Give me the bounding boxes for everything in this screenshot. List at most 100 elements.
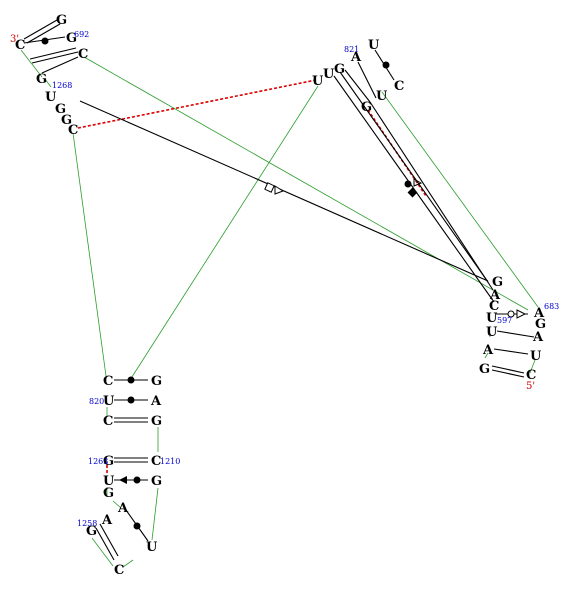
nucleotide: U xyxy=(486,325,498,340)
pair-line xyxy=(41,56,79,74)
backbone-line xyxy=(122,559,134,568)
pair-dot xyxy=(41,37,49,45)
nucleotide: G xyxy=(86,524,97,539)
pair-line xyxy=(491,369,525,378)
residue-number: 1263 xyxy=(88,457,108,466)
nucleotide: G xyxy=(55,102,66,117)
backbone-lines xyxy=(20,49,539,568)
nucleotide: C xyxy=(103,374,113,389)
nucleotide: A xyxy=(117,501,129,516)
nucleotide: U xyxy=(486,311,498,326)
nucleotides: C G G C G U G G C A U G C U G U U G A C … xyxy=(15,13,546,578)
backbone-line xyxy=(20,49,43,78)
three-prime-end: 3' xyxy=(10,34,19,45)
pair-line xyxy=(491,365,525,374)
nucleotide: G xyxy=(56,13,67,28)
five-prime-end: 5' xyxy=(526,381,535,392)
residue-number: 683 xyxy=(544,302,559,311)
pair-triangle-open xyxy=(274,185,285,195)
pair-triangle-open xyxy=(516,309,527,319)
nucleotide: A xyxy=(350,50,362,65)
nucleotide: U xyxy=(312,74,324,89)
pair-square xyxy=(407,187,418,198)
backbone-line xyxy=(44,78,52,88)
pair-line xyxy=(23,19,58,40)
nucleotide: C xyxy=(78,47,88,62)
nucleotide: U xyxy=(530,349,542,364)
backbone-line xyxy=(112,500,122,509)
nucleotide: C xyxy=(489,299,499,314)
nucleotide: G xyxy=(36,72,47,87)
nucleotide: C xyxy=(526,368,536,383)
backbone-line xyxy=(72,132,107,377)
pair-line xyxy=(357,61,377,99)
nucleotide: G xyxy=(334,62,345,77)
nucleotide: G xyxy=(151,374,162,389)
pair-line xyxy=(95,527,115,561)
nucleotide: U xyxy=(376,89,388,104)
pair-dot xyxy=(404,180,412,188)
nucleotide: C xyxy=(103,414,113,429)
interaction-line xyxy=(79,100,489,282)
nucleotide: U xyxy=(45,90,57,105)
interaction-line xyxy=(333,75,495,303)
nucleotide: G xyxy=(535,317,546,332)
nucleotide: U xyxy=(103,394,115,409)
pair-line xyxy=(29,47,77,60)
nucleotide: C xyxy=(151,454,161,469)
pair-line xyxy=(31,51,79,64)
pair-dot xyxy=(127,376,135,384)
backbone-line xyxy=(129,85,319,381)
backbone-line xyxy=(151,487,159,541)
backbone-line xyxy=(529,359,536,374)
pair-line xyxy=(496,330,535,338)
interaction-line xyxy=(344,69,371,103)
residue-number: 597 xyxy=(497,316,512,325)
nucleotide: A xyxy=(482,343,494,358)
nucleotide: G xyxy=(151,474,162,489)
nucleotide: C xyxy=(114,563,124,578)
nucleotide: U xyxy=(146,540,158,555)
interaction-line xyxy=(369,101,494,291)
backbone-line xyxy=(91,537,114,567)
nucleotide: G xyxy=(103,486,114,501)
dashed-links xyxy=(77,79,427,474)
backbone-line xyxy=(83,56,529,311)
pair-dot xyxy=(127,396,135,404)
interaction-line xyxy=(339,71,489,283)
nucleotide: C xyxy=(68,123,78,138)
nucleotide: G xyxy=(479,362,490,377)
nucleotide: G xyxy=(61,113,72,128)
nucleotide: G xyxy=(103,454,114,469)
nucleotide: C xyxy=(394,79,404,94)
nucleotide: G xyxy=(66,31,77,46)
nucleotide: A xyxy=(532,330,544,345)
nucleotide: A xyxy=(489,288,501,303)
nucleotide: G xyxy=(361,100,372,115)
pair-square-open xyxy=(264,182,275,193)
pair-line xyxy=(493,348,529,355)
dashed-link xyxy=(77,79,317,129)
backbone-line xyxy=(381,91,539,308)
base-pair-lines xyxy=(23,19,535,561)
pair-line xyxy=(26,23,61,44)
residue-number: 1258 xyxy=(77,519,97,528)
pair-triangle xyxy=(119,476,127,484)
residue-number: 820 xyxy=(89,397,104,406)
pair-circle-open xyxy=(507,310,515,318)
residue-number: 821 xyxy=(344,45,359,54)
pair-triangle-open xyxy=(413,178,423,187)
pair-line xyxy=(99,523,119,557)
nucleotide: U xyxy=(103,474,115,489)
backbone-line xyxy=(484,352,489,359)
nucleotide: G xyxy=(492,275,503,290)
nucleotide: U xyxy=(368,38,380,53)
nucleotide: U xyxy=(323,67,335,82)
nucleotide: C xyxy=(15,38,25,53)
strand-ends: 3' 5' xyxy=(10,34,535,392)
pair-dot xyxy=(382,61,390,69)
residue-number: 1268 xyxy=(52,81,72,90)
residue-labels: 692 1268 821 683 597 820 1263 1210 1258 xyxy=(52,30,559,528)
residue-number: 1210 xyxy=(160,457,180,466)
